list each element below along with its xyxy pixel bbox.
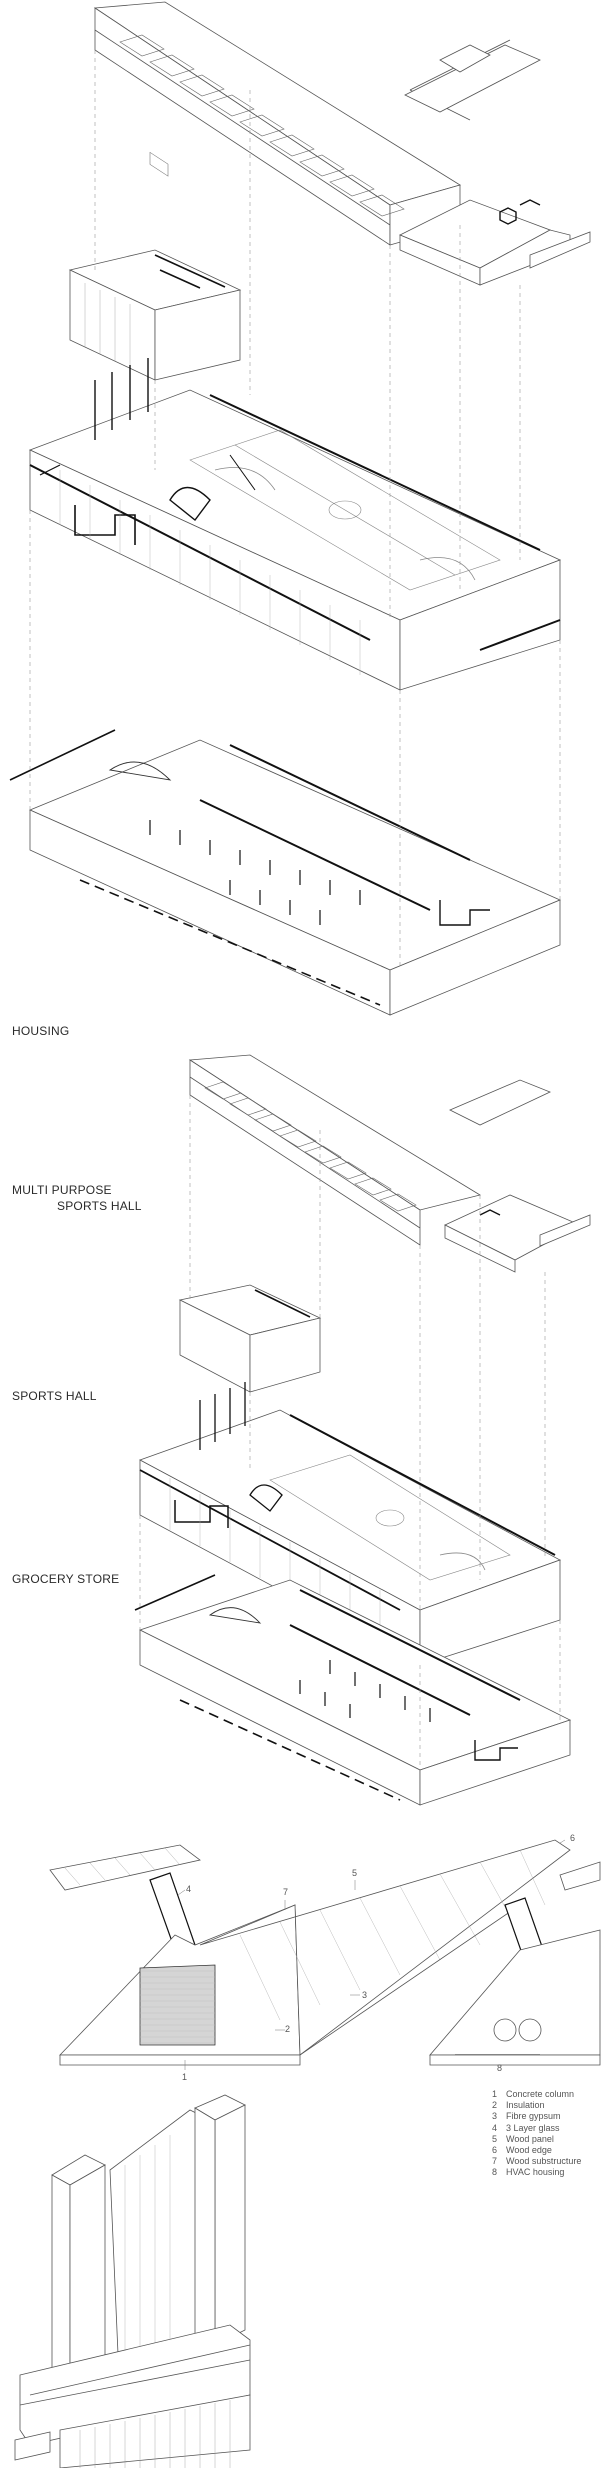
label-grocery-store: GROCERY STORE <box>12 1572 120 1586</box>
multi-purpose-hall-lower <box>178 1284 322 1393</box>
callout-6: 6 <box>570 1833 576 1843</box>
sports-hall-upper <box>28 358 562 691</box>
label-multi-purpose: MULTI PURPOSE <box>12 1183 112 1197</box>
callout-7: 7 <box>283 1887 289 1897</box>
projection-lines-lower <box>139 1095 561 1770</box>
facade-perspective-detail <box>14 2094 251 2468</box>
multi-purpose-hall-upper <box>68 249 242 381</box>
label-housing: HOUSING <box>12 1024 70 1038</box>
callout-3: 3 <box>362 1990 368 2000</box>
callout-1: 1 <box>182 2072 188 2082</box>
callout-5: 5 <box>352 1868 358 1878</box>
grocery-store-lower <box>134 1574 572 1806</box>
housing-block-upper <box>93 1 591 286</box>
lower-labelled-axonometric <box>134 1054 591 1806</box>
label-sports-hall: SPORTS HALL <box>12 1389 97 1403</box>
wall-section-detail <box>49 1839 601 2070</box>
housing-block-lower <box>188 1054 591 1273</box>
housing-windows <box>119 34 405 217</box>
callout-2: 2 <box>285 2024 291 2034</box>
label-sports-hall-sub: SPORTS HALL <box>57 1199 142 1213</box>
grocery-store-upper <box>9 729 562 1016</box>
callout-8: 8 <box>497 2063 503 2073</box>
upper-exploded-axonometric <box>9 1 591 1016</box>
projection-lines-upper <box>29 50 561 970</box>
callout-4: 4 <box>186 1884 192 1894</box>
